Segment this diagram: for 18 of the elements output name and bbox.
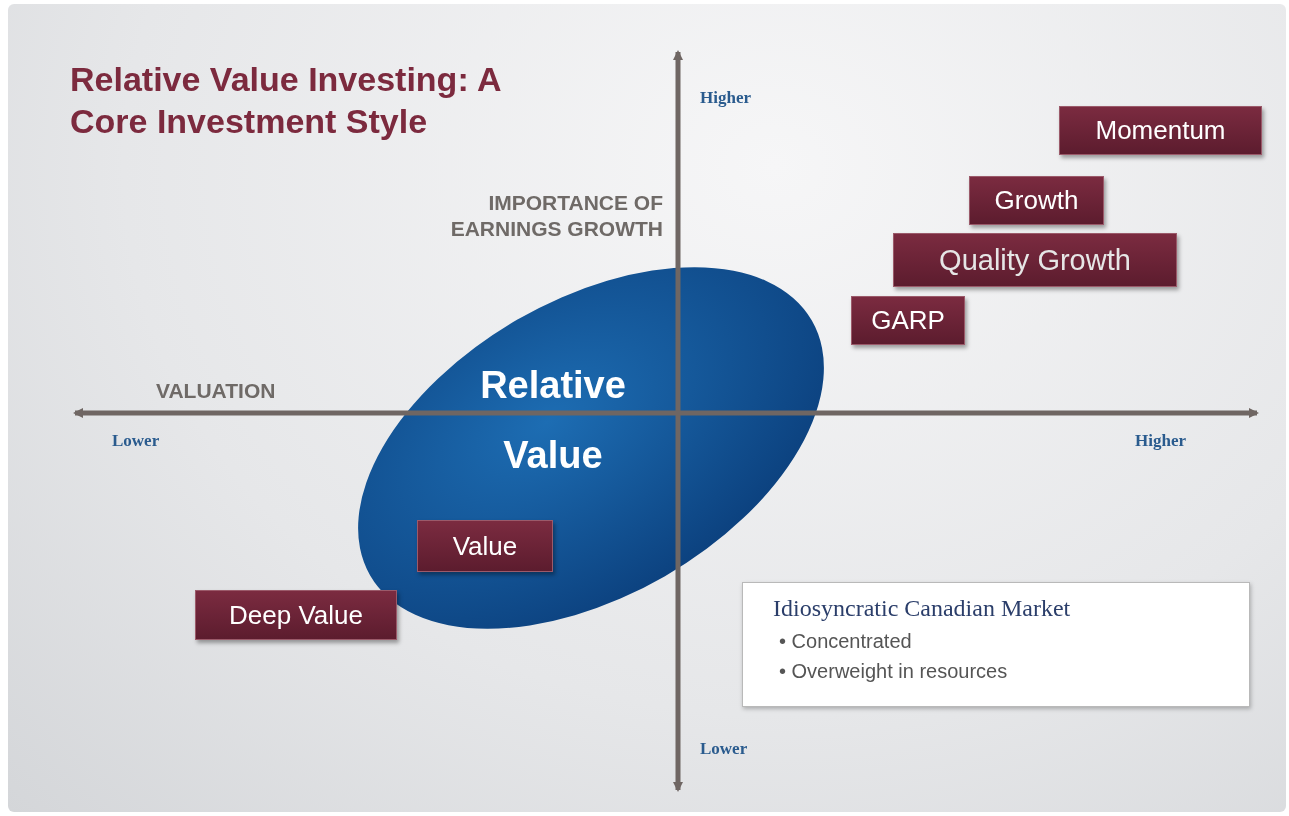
region-label: Relative Value: [479, 363, 627, 478]
bullet-item: • Overweight in resources: [779, 659, 1009, 684]
axis-end-label: Lower: [700, 739, 748, 759]
style-tag: Value: [417, 520, 553, 572]
note-heading: Idiosyncratic Canadian Market: [773, 595, 1072, 622]
axis-end-label: Lower: [112, 431, 160, 451]
bullet-item: • Concentrated: [779, 629, 913, 654]
axis-end-label: Higher: [1135, 431, 1186, 451]
style-tag: Growth: [969, 176, 1104, 225]
axis-title: VALUATION: [156, 378, 276, 404]
style-tag: Quality Growth: [893, 233, 1177, 287]
style-tag: Deep Value: [195, 590, 397, 640]
style-tag: Momentum: [1059, 106, 1262, 155]
title: Relative Value Investing: A Core Investment Style: [70, 59, 502, 142]
axis-end-label: Higher: [700, 88, 751, 108]
note-box: [742, 582, 1250, 707]
style-tag: GARP: [851, 296, 965, 345]
axis-title: IMPORTANCE OF EARNINGS GROWTH: [449, 190, 663, 242]
